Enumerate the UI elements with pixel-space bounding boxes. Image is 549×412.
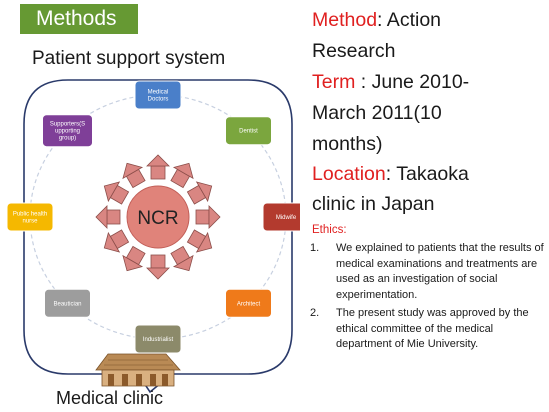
method-value: : Action bbox=[377, 9, 442, 31]
ethics-item: 1. We explained to patients that the resu… bbox=[308, 241, 546, 303]
method-line-2: Research bbox=[312, 40, 396, 62]
support-node-architect: Architect bbox=[225, 288, 272, 318]
medical-clinic-label: Medical clinic bbox=[56, 388, 164, 408]
outward-arrow bbox=[146, 254, 170, 280]
ncr-center-label: NCR bbox=[137, 208, 178, 229]
patient-support-diagram: NCR MedicalDoctorsDentistMidwifeArchitec… bbox=[6, 79, 300, 394]
outward-arrow bbox=[103, 181, 130, 205]
outward-arrow bbox=[170, 245, 194, 272]
support-node-label: Supporters(S bbox=[50, 122, 85, 128]
diagram-title: Patient support system bbox=[32, 48, 226, 69]
methods-section-badge: Methods bbox=[20, 4, 138, 34]
outward-arrow bbox=[186, 181, 213, 205]
ethics-heading: Ethics: bbox=[312, 224, 347, 236]
support-node-label: Doctors bbox=[148, 97, 169, 103]
outward-arrow bbox=[170, 162, 194, 189]
clinic-building-icon bbox=[95, 353, 181, 387]
support-node-label: Architect bbox=[237, 301, 261, 307]
ethics-item-text: The present study was approved by the et… bbox=[336, 307, 529, 350]
support-node-label: Beautician bbox=[53, 301, 81, 307]
location-line: Location: Takaoka bbox=[312, 163, 469, 185]
location-line-2: clinic in Japan bbox=[312, 193, 435, 215]
support-node-dentist: Dentist bbox=[225, 116, 272, 146]
outward-arrow bbox=[186, 229, 213, 253]
support-node-label: Public health bbox=[13, 212, 47, 218]
support-node-label: upporting bbox=[55, 129, 80, 135]
term-line-3: months) bbox=[312, 133, 383, 155]
method-key: Method bbox=[312, 9, 378, 31]
support-node-label: Dentist bbox=[239, 129, 258, 135]
arrow-group bbox=[95, 154, 221, 280]
support-node-label: Industrialist bbox=[143, 337, 174, 343]
method-line: Method: Action bbox=[312, 9, 442, 31]
outward-arrow bbox=[103, 229, 130, 253]
support-node-beautician: Beautician bbox=[44, 288, 91, 318]
ethics-item: 2. The present study was approved by the … bbox=[308, 306, 546, 353]
ethics-item-text: We explained to patients that the result… bbox=[336, 242, 544, 301]
term-key: Term bbox=[312, 71, 356, 93]
location-value: : Takaoka bbox=[385, 163, 469, 185]
location-key: Location bbox=[312, 163, 386, 185]
outward-arrow bbox=[95, 205, 121, 229]
term-value: : June 2010- bbox=[355, 71, 470, 93]
support-node-label: Medical bbox=[148, 90, 169, 96]
ethics-list: 1. We explained to patients that the resu… bbox=[308, 241, 546, 353]
ethics-item-number: 2. bbox=[310, 307, 320, 319]
outward-arrow bbox=[146, 154, 170, 180]
ncr-center-circle bbox=[126, 185, 190, 249]
term-line: Term : June 2010- bbox=[312, 71, 470, 93]
ethics-item-number: 1. bbox=[310, 242, 320, 254]
support-node-label: Midwife bbox=[276, 215, 297, 221]
support-node-label: nurse bbox=[22, 219, 38, 225]
support-node-industrialist: Industrialist bbox=[134, 324, 182, 354]
term-line-2: March 2011(10 bbox=[312, 102, 442, 124]
outward-arrow bbox=[122, 162, 146, 189]
outward-arrow bbox=[195, 205, 221, 229]
support-node-label: group) bbox=[59, 136, 76, 142]
node-group: MedicalDoctorsDentistMidwifeArchitectInd… bbox=[6, 80, 300, 354]
support-node-midwife: Midwife bbox=[262, 202, 300, 232]
outward-arrow bbox=[122, 245, 146, 272]
